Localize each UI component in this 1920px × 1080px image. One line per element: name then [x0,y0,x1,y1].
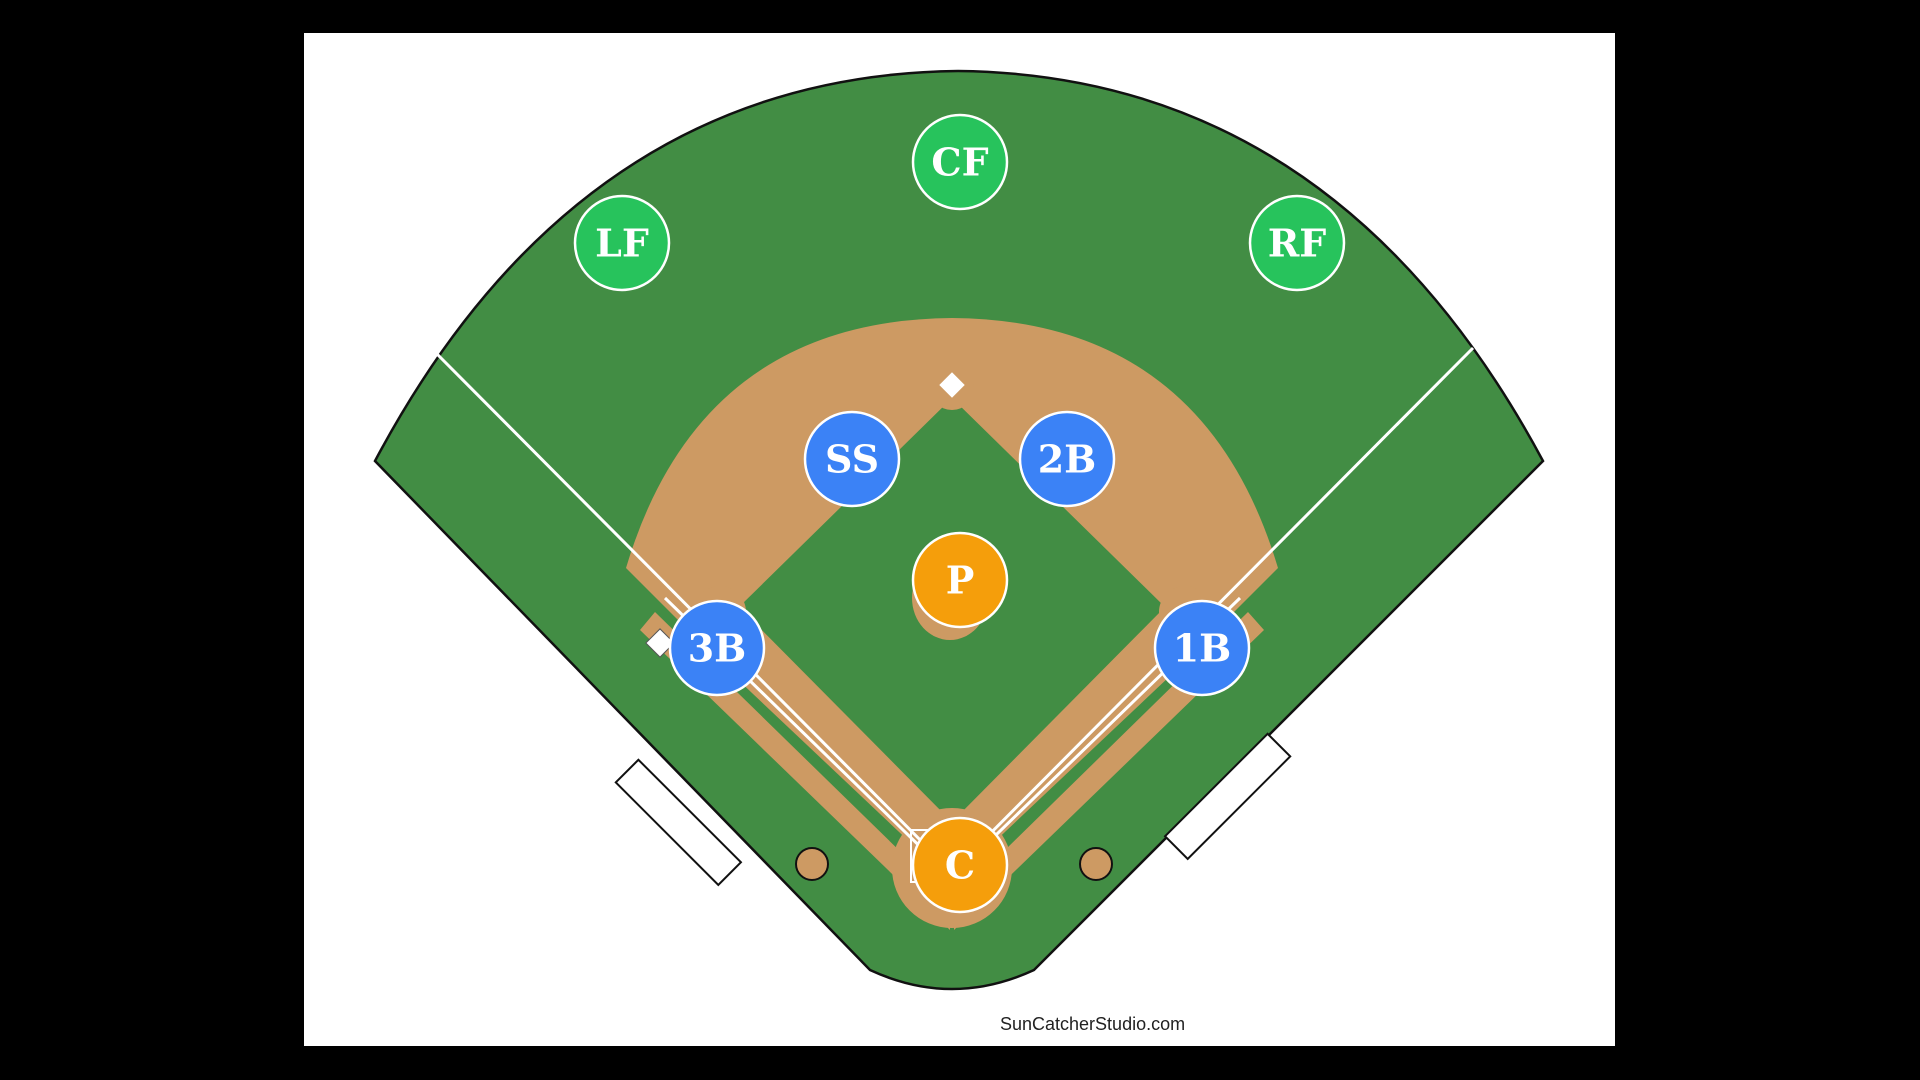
position-marker-1b: 1B [1153,599,1251,697]
first-base-dugout [1163,732,1292,861]
position-label-cf: CF [931,140,988,185]
third-base-on-deck-circle [795,847,829,881]
position-label-c: C [945,843,975,888]
position-label-2b: 2B [1038,437,1097,482]
position-marker-ss: SS [803,410,901,508]
position-marker-2b: 2B [1018,410,1116,508]
position-label-p: P [946,558,975,603]
credit-text: SunCatcherStudio.com [1000,1014,1186,1034]
position-marker-c: C [911,816,1009,914]
position-label-lf: LF [595,221,649,266]
position-marker-p: P [911,531,1009,629]
position-marker-cf: CF [911,113,1009,211]
second-base [939,372,965,398]
position-label-1b: 1B [1173,626,1232,671]
position-marker-rf: RF [1248,194,1346,292]
position-label-3b: 3B [688,626,747,671]
position-label-ss: SS [825,437,879,482]
position-marker-lf: LF [573,194,671,292]
position-label-rf: RF [1268,221,1327,266]
first-base-on-deck-circle [1079,847,1113,881]
third-base-dugout [614,758,743,887]
third-base-bag [645,628,675,658]
position-marker-3b: 3B [668,599,766,697]
